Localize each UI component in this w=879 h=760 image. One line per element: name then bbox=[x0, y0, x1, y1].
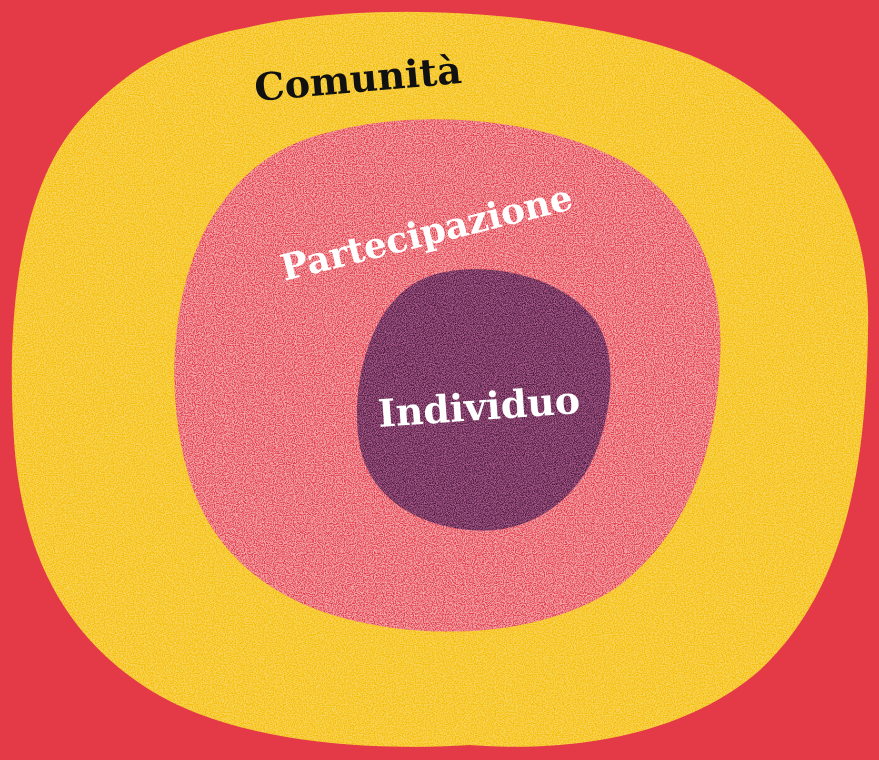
individual-layer bbox=[356, 269, 611, 531]
individual-texture bbox=[356, 269, 611, 531]
